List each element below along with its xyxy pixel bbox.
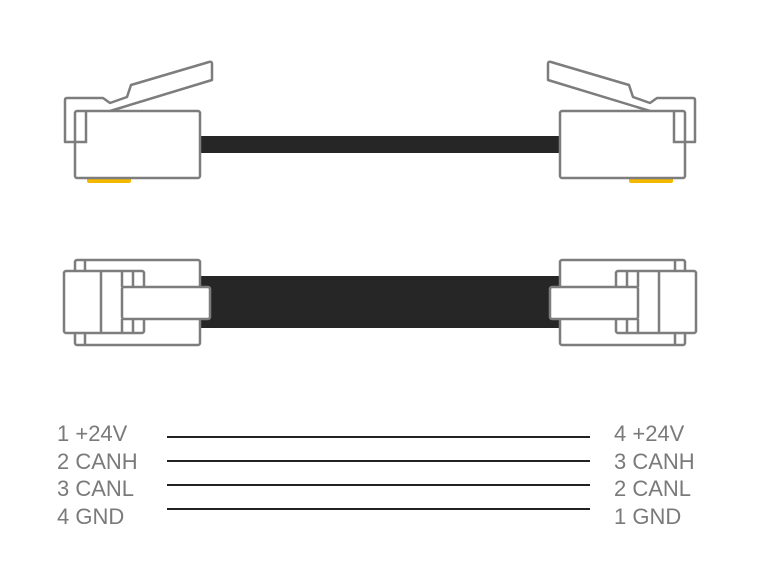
right-connector-side-view (373, 60, 697, 185)
right-connector-top-view (373, 258, 698, 347)
right-pin-label: 3 CANH (614, 449, 695, 474)
left-pin-label: 1 +24V (57, 421, 128, 446)
left-connector-side-view (63, 60, 387, 185)
left-pin-label: 4 GND (57, 504, 124, 529)
right-pin-label: 1 GND (614, 504, 681, 529)
right-pin-labels: 4 +24V 3 CANH 2 CANL 1 GND (614, 421, 695, 529)
top-view-cable (62, 258, 698, 347)
side-view-cable (63, 60, 697, 185)
left-pin-label: 3 CANL (57, 476, 134, 501)
left-pin-label: 2 CANH (57, 449, 138, 474)
left-pin-labels: 1 +24V 2 CANH 3 CANL 4 GND (57, 421, 138, 529)
right-pin-label: 2 CANL (614, 476, 691, 501)
pinout-wires (167, 436, 590, 510)
left-connector-top-view (62, 258, 387, 347)
right-pin-label: 4 +24V (614, 421, 685, 446)
